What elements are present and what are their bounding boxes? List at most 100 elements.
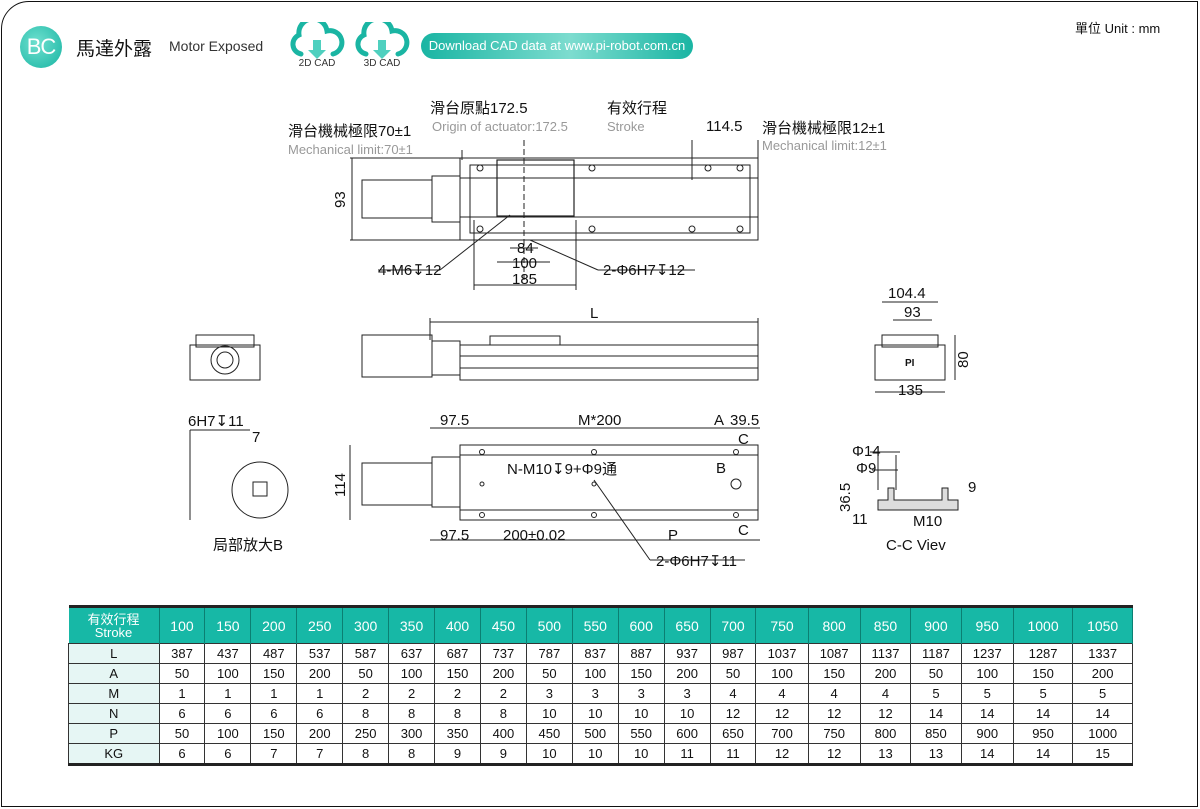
row-label: L [68,643,160,664]
table-cell: 637 [388,643,436,664]
stroke-header-en: Stroke [94,624,133,640]
limit-right-label-en: Mechanical limit:12±1 [762,138,887,153]
cc-dim-9: 9 [968,479,977,496]
table-cell: 1 [158,683,206,704]
table-cell: 50 [910,663,962,684]
table-cell: 200 [296,723,344,744]
table-cell: 50 [342,663,390,684]
side-view-drawing [361,318,759,381]
detail-b-dim-7: 7 [252,429,261,446]
table-cell: 5 [910,683,962,704]
table-cell: 650 [709,723,757,744]
table-cell: 500 [571,723,619,744]
table-cell: 10 [663,703,711,724]
table-cell: 3 [525,683,573,704]
n-holes-label: N-M10↧9+Φ9通 [507,461,617,478]
table-cell: 14 [1012,743,1074,765]
cloud-download-icon [290,22,345,59]
dim-100: 100 [512,255,538,272]
stroke-column-header: 250 [296,606,344,644]
table-cell: 10 [525,743,573,765]
detail-b-drawing [189,429,289,520]
stroke-column-header: 350 [388,606,436,644]
table-cell: 900 [960,723,1014,744]
table-cell: 687 [434,643,481,664]
table-cell: 12 [807,703,861,724]
table-cell: 150 [434,663,481,684]
stroke-column-header: 150 [204,606,252,644]
table-cell: 10 [617,743,665,765]
table-cell: 14 [960,703,1014,724]
table-cell: 200 [296,663,344,684]
stroke-label: 有效行程 [607,100,668,117]
table-cell: 100 [960,663,1014,684]
table-cell: 14 [1012,703,1074,724]
limit-right-label: 滑台機械極限12±1 [762,120,886,137]
table-cell: 14 [1072,703,1133,724]
table-cell: 14 [960,743,1014,765]
dim-185: 185 [512,271,538,288]
table-cell: 487 [250,643,298,664]
dim-84: 84 [517,240,534,257]
table-cell: 2 [434,683,481,704]
table-cell: 200 [859,663,912,684]
table-cell: 1237 [960,643,1014,664]
stroke-column-header: 900 [910,606,962,644]
row-label: M [68,683,160,704]
table-cell: 12 [807,743,861,765]
table-cell: 5 [960,683,1014,704]
table-cell: 3 [571,683,619,704]
stroke-header-cn: 有效行程 [87,611,140,627]
table-cell: 13 [859,743,912,765]
dim-a: A [714,412,725,429]
row-label: A [68,663,160,684]
table-cell: 12 [755,703,809,724]
table-cell: 3 [617,683,665,704]
download-3d-cad-button[interactable]: 3D CAD [352,22,412,74]
cc-caption: C-C Viev [886,537,946,554]
table-cell: 837 [571,643,619,664]
section-c-top: C [738,431,749,448]
dim-39-5: 39.5 [730,412,760,429]
table-cell: 8 [388,743,436,765]
table-cell: 100 [204,723,252,744]
cc-dim-11: 11 [852,511,868,528]
table-cell: 150 [1012,663,1074,684]
table-cell: 437 [204,643,252,664]
stroke-column-header: 600 [618,606,665,644]
dim-104-4: 104.4 [888,285,926,302]
table-cell: 8 [388,703,436,724]
download-2d-cad-button[interactable]: 2D CAD [287,22,347,74]
table-cell: 5 [1072,683,1133,704]
table-cell: 787 [525,643,573,664]
table-cell: 12 [755,743,809,765]
table-cell: 100 [388,663,436,684]
table-cell: 50 [158,723,206,744]
stroke-column-header: 300 [342,606,390,644]
table-cell: 12 [709,703,757,724]
unit-label: 單位 Unit : mm [1075,21,1161,36]
table-cell: 550 [617,723,665,744]
table-cell: 887 [617,643,665,664]
stroke-column-header: 850 [860,606,912,644]
stroke-column-header: 950 [961,606,1014,644]
table-cell: 400 [479,723,527,744]
detail-b-hole: 6H7↧11 [188,413,244,430]
table-cell: 6 [250,703,298,724]
table-cell: 13 [910,743,962,765]
table-cell: 7 [296,743,344,765]
table-cell: 150 [617,663,665,684]
table-cell: 9 [479,743,527,765]
dim-97-5-top: 97.5 [440,412,470,429]
table-cell: 250 [342,723,390,744]
limit-left-label: 滑台機械極限70±1 [288,123,412,140]
table-cell: 987 [709,643,757,664]
technical-drawings [189,140,959,561]
stroke-column-header: 1000 [1013,606,1074,644]
dim-200: 200±0.02 [503,527,566,544]
row-label: P [68,723,160,744]
download-cad-link[interactable]: Download CAD data at www.pi-robot.com.cn [421,33,693,59]
